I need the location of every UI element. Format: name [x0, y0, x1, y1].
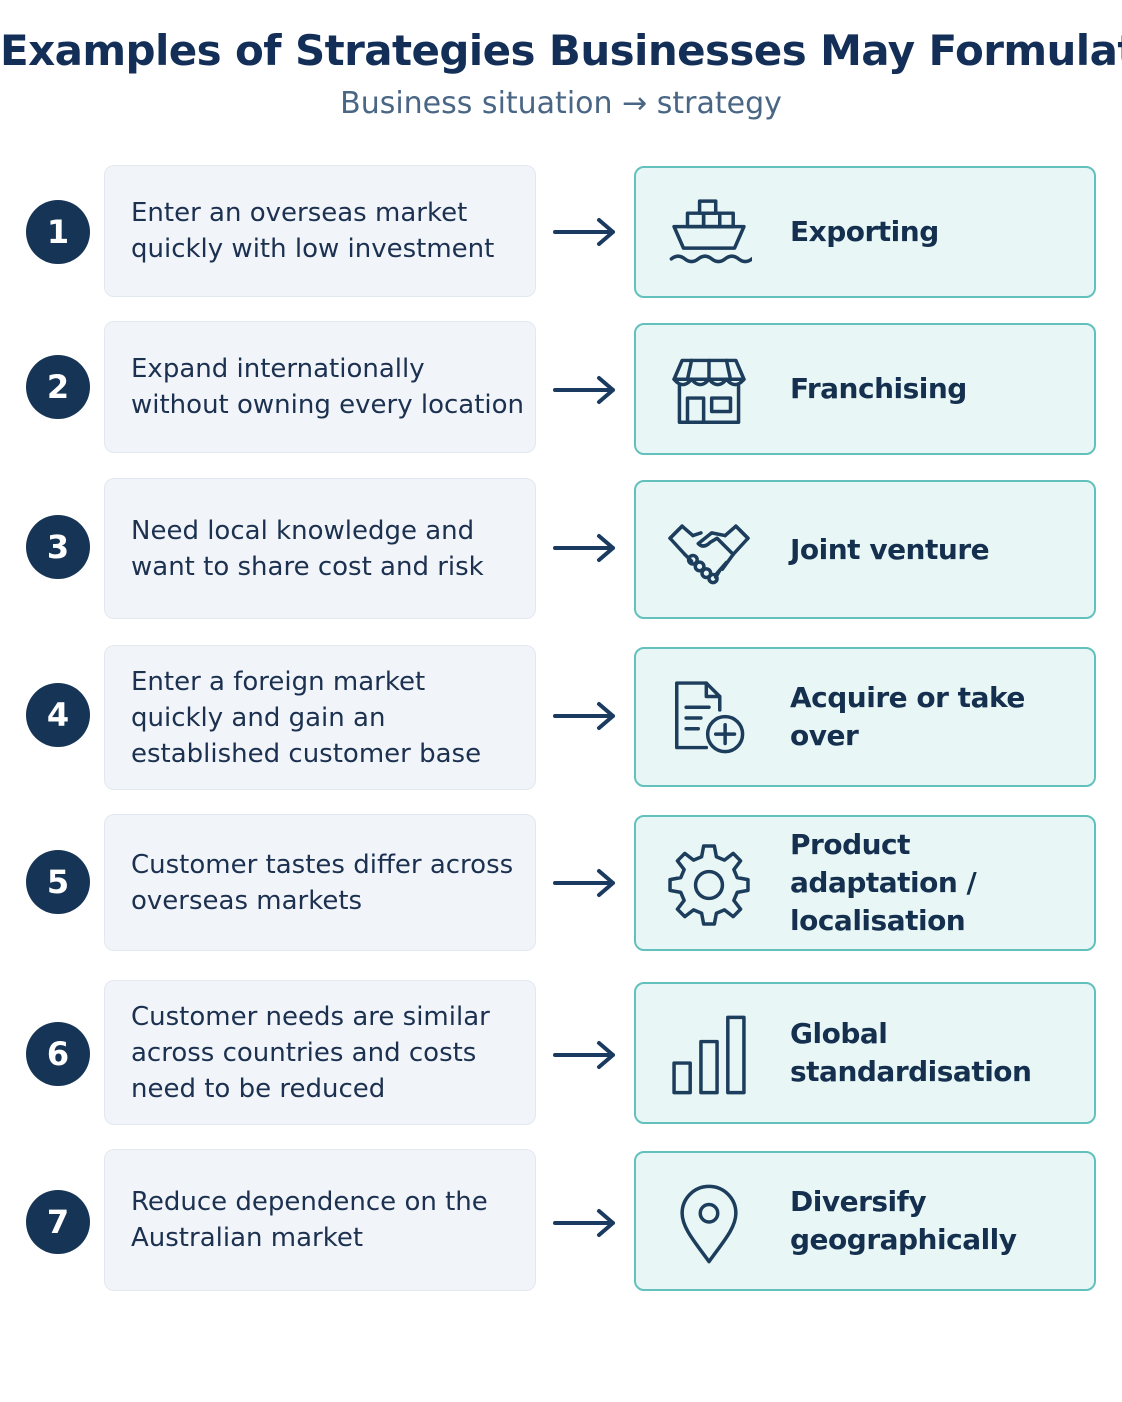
- situation-text: Expand internationally without owning ev…: [131, 354, 525, 420]
- situation-card: Enter an overseas market quickly with lo…: [104, 165, 536, 297]
- handshake-icon: [666, 506, 752, 592]
- arrow-right-icon: [553, 1041, 615, 1069]
- strategy-card: Joint venture: [634, 480, 1096, 619]
- row-number-badge: 7: [26, 1190, 90, 1254]
- situation-text: Customer tastes differ across overseas m…: [131, 849, 514, 916]
- strategy-label: Product adaptation / localisation: [790, 828, 977, 937]
- page-title: Examples of Strategies Businesses May Fo…: [0, 26, 1122, 75]
- strategy-row-7: 7 Reduce dependence on the Australian ma…: [0, 1149, 1122, 1293]
- situation-text: Customer needs are similar across countr…: [131, 1001, 490, 1104]
- arrow-right-icon: [553, 218, 615, 246]
- page-subtitle: Business situation → strategy: [340, 86, 782, 121]
- row-number-badge: 4: [26, 683, 90, 747]
- strategy-card: Acquire or take over: [634, 647, 1096, 787]
- strategy-row-2: 2 Expand internationally without owning …: [0, 321, 1122, 455]
- document-plus-icon: [666, 675, 752, 761]
- gear-icon: [666, 842, 752, 928]
- strategy-label: Diversify geographically: [790, 1185, 1017, 1256]
- strategy-card: Exporting: [634, 166, 1096, 298]
- strategy-label: Franchising: [790, 372, 967, 405]
- row-number-badge: 3: [26, 515, 90, 579]
- strategy-card: Global standardisation: [634, 982, 1096, 1124]
- strategy-row-4: 4 Enter a foreign market quickly and gai…: [0, 645, 1122, 791]
- situation-card: Customer tastes differ across overseas m…: [104, 814, 536, 951]
- strategy-card: Diversify geographically: [634, 1151, 1096, 1291]
- row-number-badge: 5: [26, 850, 90, 914]
- row-number-badge: 2: [26, 355, 90, 419]
- arrow-right-icon: [553, 702, 615, 730]
- strategy-row-3: 3 Need local knowledge and want to share…: [0, 478, 1122, 620]
- strategy-label: Acquire or take over: [790, 681, 1025, 752]
- situation-card: Enter a foreign market quickly and gain …: [104, 645, 536, 790]
- arrow-right-icon: [553, 1209, 615, 1237]
- situation-card: Customer needs are similar across countr…: [104, 980, 536, 1125]
- strategy-label: Joint venture: [790, 532, 990, 566]
- strategy-row-5: 5 Customer tastes differ across overseas…: [0, 814, 1122, 952]
- strategy-row-6: 6 Customer needs are similar across coun…: [0, 980, 1122, 1126]
- strategy-card: Product adaptation / localisation: [634, 815, 1096, 951]
- strategy-row-1: 1 Enter an overseas market quickly with …: [0, 165, 1122, 299]
- strategy-card: Franchising: [634, 323, 1096, 455]
- strategy-label: Exporting: [790, 215, 939, 248]
- cargo-ship-icon: [666, 189, 752, 275]
- situation-text: Need local knowledge and want to share c…: [131, 515, 484, 582]
- situation-text: Enter an overseas market quickly with lo…: [131, 198, 495, 264]
- arrow-right-icon: [553, 534, 615, 562]
- situation-text: Reduce dependence on the Australian mark…: [131, 1187, 488, 1253]
- situation-text: Enter a foreign market quickly and gain …: [131, 666, 482, 769]
- arrow-right-icon: [553, 869, 615, 897]
- location-pin-icon: [666, 1181, 752, 1267]
- row-number-badge: 1: [26, 200, 90, 264]
- arrow-right-icon: [553, 376, 615, 404]
- strategy-label: Global standardisation: [790, 1017, 1032, 1088]
- storefront-icon: [666, 347, 752, 433]
- row-number-badge: 6: [26, 1022, 90, 1086]
- bar-chart-icon: [666, 1012, 752, 1098]
- situation-card: Reduce dependence on the Australian mark…: [104, 1149, 536, 1291]
- situation-card: Expand internationally without owning ev…: [104, 321, 536, 453]
- situation-card: Need local knowledge and want to share c…: [104, 478, 536, 619]
